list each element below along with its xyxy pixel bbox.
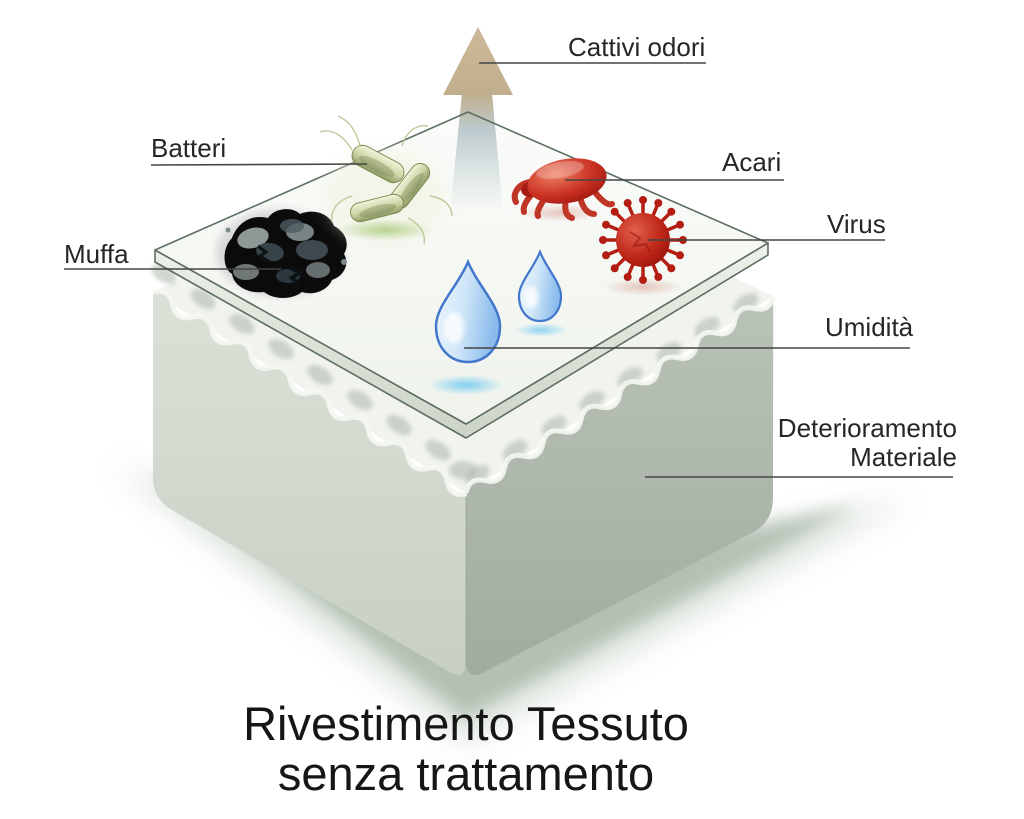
arrow-shaft [450,93,503,212]
caption-title: Rivestimento Tessuto senza trattamento [243,697,689,800]
title-line2: senza trattamento [278,747,654,800]
foam-wave-highlight-right [463,295,776,494]
label-virus: Virus [827,209,886,239]
bacteria-capsules [350,144,431,223]
up-arrow-icon [443,27,513,212]
water-drop-icon [428,249,568,395]
label-cattivi-odori: Cattivi odori [568,32,705,62]
label-deterioramento-line2: Materiale [850,442,957,472]
bacteria-flagella [319,115,453,245]
batteri-leader-line [150,163,368,166]
labels: Cattivi odori Batteri Muffa Acari Virus … [64,32,957,472]
label-acari: Acari [722,147,781,177]
mold-icon [216,209,347,298]
foam-wave-highlight-left [152,288,468,497]
leader-lines [64,62,953,478]
label-deterioramento-line1: Deterioramento [778,413,957,443]
mite-icon [511,158,615,222]
foam-left-face [153,291,467,675]
label-batteri: Batteri [151,133,226,163]
label-muffa: Muffa [64,239,129,269]
title-line1: Rivestimento Tessuto [243,697,689,750]
label-umidita: Umidità [825,312,914,342]
foam-dimples-left [151,263,477,479]
fabric-outline [154,111,769,425]
bacteria-icon [319,115,453,245]
arrow-head [443,27,513,95]
fabric-top [155,112,768,424]
foam-right-face [466,296,774,676]
